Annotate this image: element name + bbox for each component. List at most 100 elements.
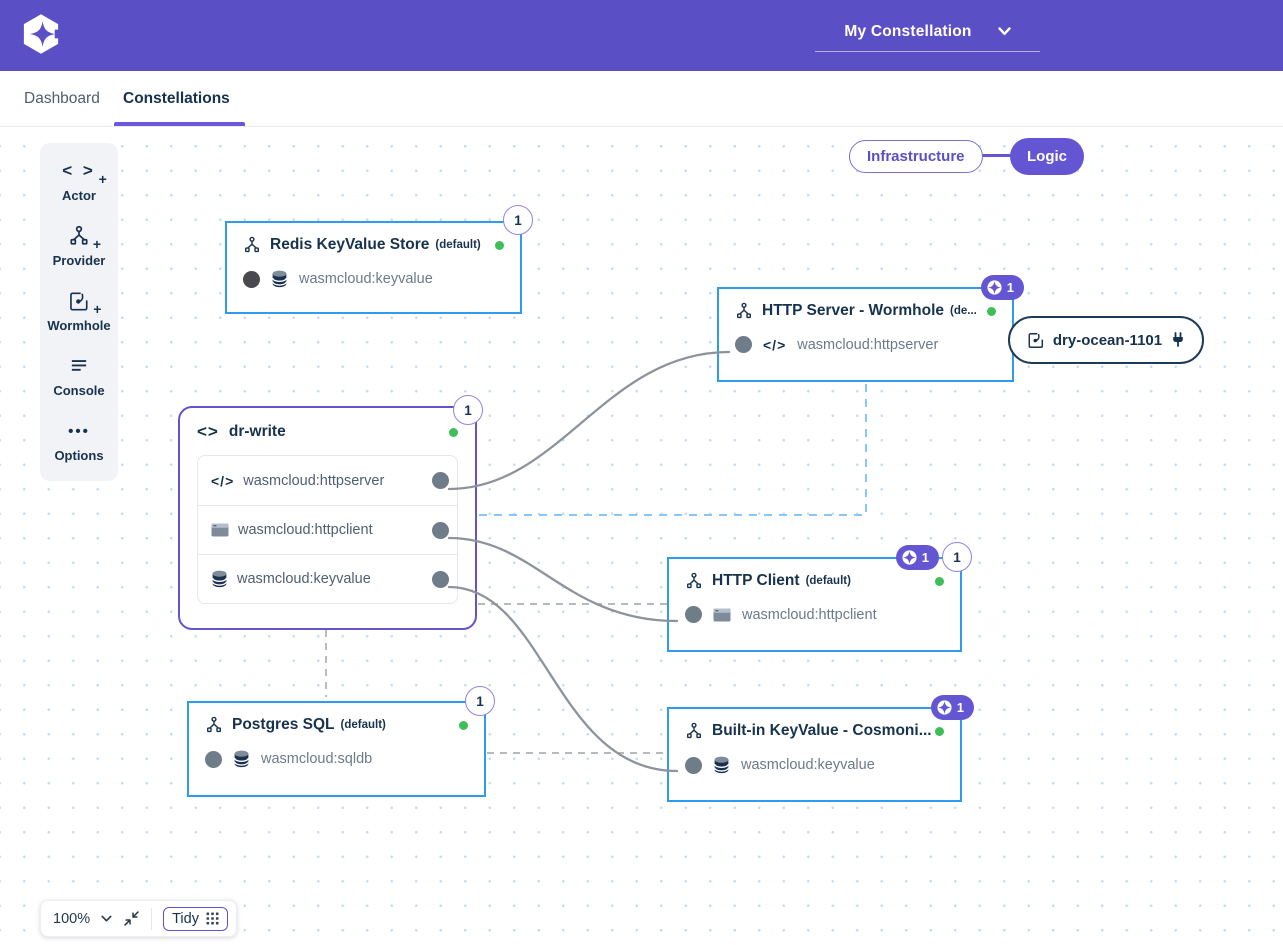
count-badge[interactable]: 1 xyxy=(503,205,533,235)
status-dot xyxy=(987,306,996,316)
node-title: dr-write xyxy=(228,423,286,440)
chevron-down-icon[interactable] xyxy=(101,915,112,923)
status-dot xyxy=(935,726,944,736)
palette-add-provider[interactable]: + Provider xyxy=(53,224,105,268)
node-suffix: (default) xyxy=(340,719,386,731)
port-handle[interactable] xyxy=(243,270,260,288)
provider-icon xyxy=(205,716,223,734)
cosmonic-star-icon xyxy=(937,700,952,715)
status-dot xyxy=(495,240,504,250)
mode-logic-button[interactable]: Logic xyxy=(1010,138,1084,175)
node-postgres-sql[interactable]: 1 Postgres SQL (default) wasmcloud:sqldb xyxy=(187,686,495,797)
node-redis-keyvalue-store[interactable]: 1 Redis KeyValue Store (default) wasmclo… xyxy=(225,205,533,314)
chevron-down-icon xyxy=(997,27,1011,35)
port-handle[interactable] xyxy=(685,606,702,623)
mode-toggle-connector xyxy=(975,154,1012,157)
wormhole-icon: + xyxy=(67,289,101,317)
mode-infrastructure-button[interactable]: Infrastructure xyxy=(849,140,983,173)
console-icon xyxy=(68,354,90,378)
tab-constellations[interactable]: Constellations xyxy=(123,89,230,107)
constellation-selector[interactable]: My Constellation xyxy=(815,12,1040,52)
tab-bar: Dashboard Constellations xyxy=(0,71,1283,127)
palette-add-wormhole[interactable]: + Wormhole xyxy=(47,289,111,333)
contract-label: wasmcloud:keyvalue xyxy=(741,757,875,773)
cosmonic-star-icon xyxy=(987,280,1002,295)
contract-label: wasmcloud:httpclient xyxy=(742,606,877,623)
contract-label: wasmcloud:httpserver xyxy=(797,336,939,353)
cosmonic-logo[interactable] xyxy=(20,13,62,55)
port-handle[interactable] xyxy=(205,750,222,768)
provider-icon xyxy=(243,236,261,254)
node-suffix: (de... xyxy=(950,305,977,317)
component-palette: < >+ Actor + Provider + xyxy=(40,143,118,481)
provider-icon xyxy=(735,302,753,320)
port-handle[interactable] xyxy=(685,756,702,774)
port-handle[interactable] xyxy=(432,570,449,588)
app-header: My Constellation xyxy=(0,0,1283,71)
contract-label: wasmcloud:sqldb xyxy=(261,751,373,767)
status-dot xyxy=(459,720,468,730)
tidy-button[interactable]: Tidy xyxy=(163,906,228,931)
browser-icon xyxy=(713,608,731,621)
zoom-level[interactable]: 100% xyxy=(53,910,91,927)
contract-label: wasmcloud:httpclient xyxy=(238,522,373,538)
node-wormhole-dry-ocean-1101[interactable]: dry-ocean-1101 xyxy=(1008,316,1204,364)
count-badge[interactable]: 1 xyxy=(465,686,495,716)
node-suffix: (default) xyxy=(805,575,851,587)
active-tab-underline xyxy=(114,122,245,126)
code-icon: </> xyxy=(763,336,787,353)
node-http-client[interactable]: 1 1 HTTP Client (default) wasmcloud:http… xyxy=(667,542,972,652)
node-builtin-keyvalue[interactable]: 1 Built-in KeyValue - Cosmoni... wasmclo… xyxy=(667,695,974,802)
node-title: Redis KeyValue Store xyxy=(270,236,430,253)
constellation-canvas[interactable]: < >+ Actor + Provider + xyxy=(0,127,1283,945)
actor-icon: <> xyxy=(197,422,219,441)
contract-row: </> wasmcloud:httpserver xyxy=(198,456,457,505)
count-badge[interactable]: 1 xyxy=(453,395,483,425)
grid-icon xyxy=(206,912,219,925)
status-dot xyxy=(449,427,458,437)
wormhole-badge[interactable]: 1 xyxy=(895,545,939,570)
count-badge[interactable]: 1 xyxy=(942,542,972,572)
port-handle[interactable] xyxy=(735,336,752,353)
node-title: HTTP Server - Wormhole xyxy=(762,302,945,319)
cosmonic-star-icon xyxy=(902,550,917,565)
palette-console[interactable]: Console xyxy=(53,354,105,398)
provider-icon: + xyxy=(68,224,101,252)
fit-view-icon[interactable] xyxy=(123,910,140,927)
node-title: Built-in KeyValue - Cosmoni... xyxy=(712,722,932,739)
node-title: Postgres SQL xyxy=(232,716,335,733)
wormhole-badge[interactable]: 1 xyxy=(930,695,974,720)
edge-httpserver-link xyxy=(447,350,731,491)
status-dot xyxy=(935,576,944,586)
contract-label: wasmcloud:keyvalue xyxy=(299,271,433,287)
node-actor-dr-write[interactable]: 1 <> dr-write </> wasmcloud:httpserver w… xyxy=(178,395,483,630)
plug-icon xyxy=(1173,332,1183,347)
provider-icon xyxy=(685,572,703,590)
palette-options[interactable]: ••• Options xyxy=(54,419,103,464)
tab-dashboard[interactable]: Dashboard xyxy=(24,89,100,107)
database-icon xyxy=(713,756,730,774)
actor-contract-list: </> wasmcloud:httpserver wasmcloud:httpc… xyxy=(197,455,458,604)
port-handle[interactable] xyxy=(432,472,449,489)
constellation-selector-label: My Constellation xyxy=(844,22,972,40)
wormhole-label: dry-ocean-1101 xyxy=(1052,331,1163,349)
palette-add-actor[interactable]: < >+ Actor xyxy=(62,161,107,203)
wormhole-badge[interactable]: 1 xyxy=(980,275,1024,300)
database-icon xyxy=(211,570,228,588)
ellipsis-icon: ••• xyxy=(68,422,90,440)
controls-divider xyxy=(151,907,153,930)
node-suffix: (default) xyxy=(435,239,481,251)
wormhole-icon xyxy=(1028,332,1043,348)
browser-icon xyxy=(211,523,229,537)
canvas-controls: 100% Tidy xyxy=(40,900,237,937)
edge-dashed-httpserver-drwrite xyxy=(478,384,867,516)
contract-label: wasmcloud:httpserver xyxy=(243,472,385,489)
contract-label: wasmcloud:keyvalue xyxy=(237,571,371,587)
actor-icon: < >+ xyxy=(62,161,107,187)
port-handle[interactable] xyxy=(432,521,449,539)
database-icon xyxy=(233,750,250,768)
contract-row: wasmcloud:httpclient xyxy=(198,505,457,554)
node-http-server-wormhole[interactable]: 1 HTTP Server - Wormhole (de... </> wasm… xyxy=(717,275,1024,382)
database-icon xyxy=(271,270,288,288)
edge-httpclient-link xyxy=(447,536,679,623)
